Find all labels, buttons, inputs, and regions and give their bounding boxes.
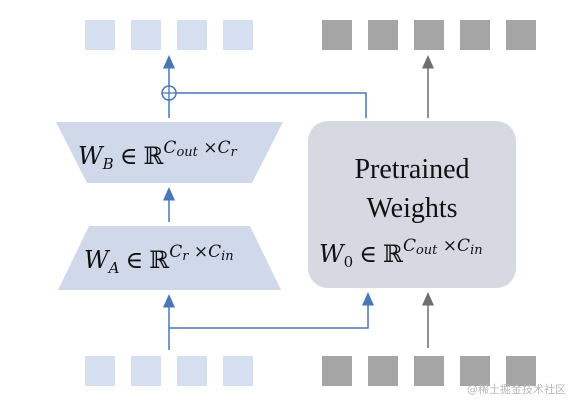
- branch-input-to-pretrained: [169, 292, 374, 329]
- input-token: [131, 356, 161, 386]
- output-token: [322, 20, 352, 50]
- output-token: [506, 20, 536, 50]
- circled-plus-icon: [161, 85, 177, 101]
- output-token: [460, 20, 490, 50]
- input-tokens-lora: [85, 356, 253, 386]
- input-token: [322, 356, 352, 386]
- pretrained-weights-box: [308, 121, 516, 288]
- output-token: [368, 20, 398, 50]
- output-token: [131, 20, 161, 50]
- pretrained-title-line1: Pretrained: [354, 154, 469, 185]
- input-token: [223, 356, 253, 386]
- output-token: [177, 20, 207, 50]
- wb-formula: WB∈ℝCout ×Cr: [78, 138, 238, 173]
- wa-formula: WA∈ℝCr ×Cin: [84, 242, 234, 277]
- wb-trapezoid: [56, 122, 283, 183]
- input-token: [460, 356, 490, 386]
- output-token: [414, 20, 444, 50]
- input-tokens-pretrained: [322, 356, 536, 386]
- pretrained-title-line2: Weights: [366, 193, 457, 224]
- input-token: [414, 356, 444, 386]
- watermark: @稀土掘金技术社区: [467, 382, 566, 396]
- output-token: [223, 20, 253, 50]
- output-tokens-pretrained: [322, 20, 536, 50]
- input-token: [85, 356, 115, 386]
- input-token: [177, 356, 207, 386]
- line-pretrained-to-adder: [176, 92, 367, 118]
- input-token: [368, 356, 398, 386]
- output-tokens-lora: [85, 20, 253, 50]
- pretrained-formula: W0∈ℝCout ×Cin: [319, 236, 483, 271]
- wa-trapezoid: [58, 226, 281, 290]
- input-token: [506, 356, 536, 386]
- output-token: [85, 20, 115, 50]
